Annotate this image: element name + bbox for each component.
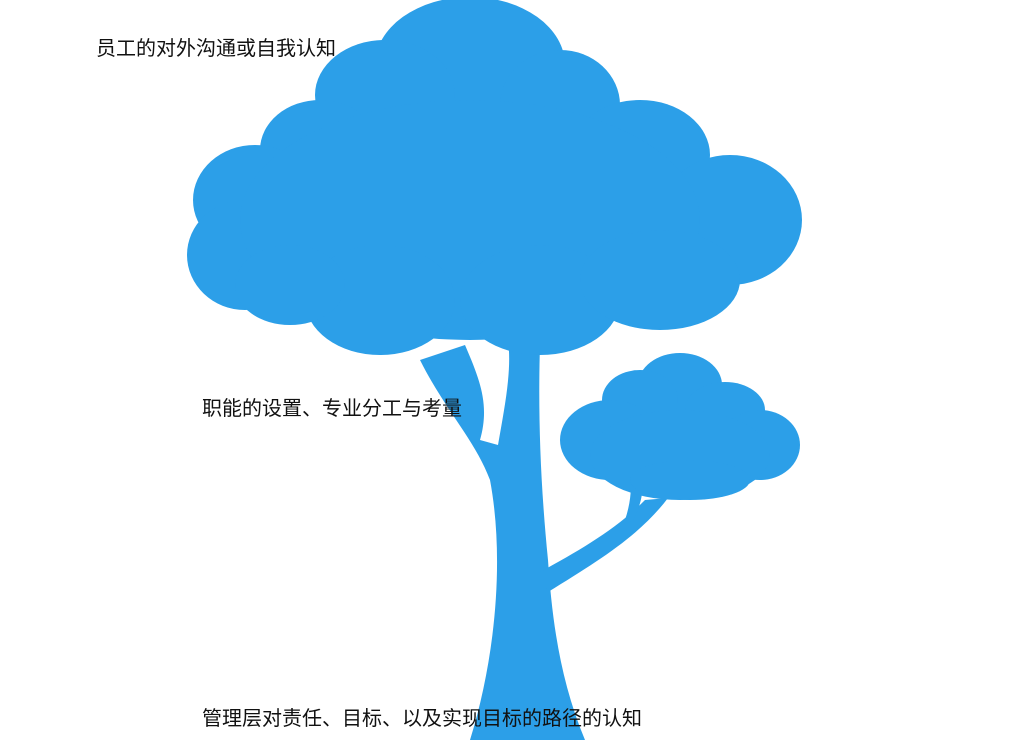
tree-branch: [540, 498, 668, 592]
label-bottom: 管理层对责任、目标、以及实现目标的路径的认知: [202, 706, 642, 730]
big-canopy: [187, 0, 802, 355]
tree-shape: [187, 0, 802, 740]
label-middle: 职能的设置、专业分工与考量: [202, 396, 462, 420]
small-canopy: [560, 353, 800, 500]
tree-trunk: [420, 340, 585, 740]
label-top: 员工的对外沟通或自我认知: [96, 36, 336, 60]
